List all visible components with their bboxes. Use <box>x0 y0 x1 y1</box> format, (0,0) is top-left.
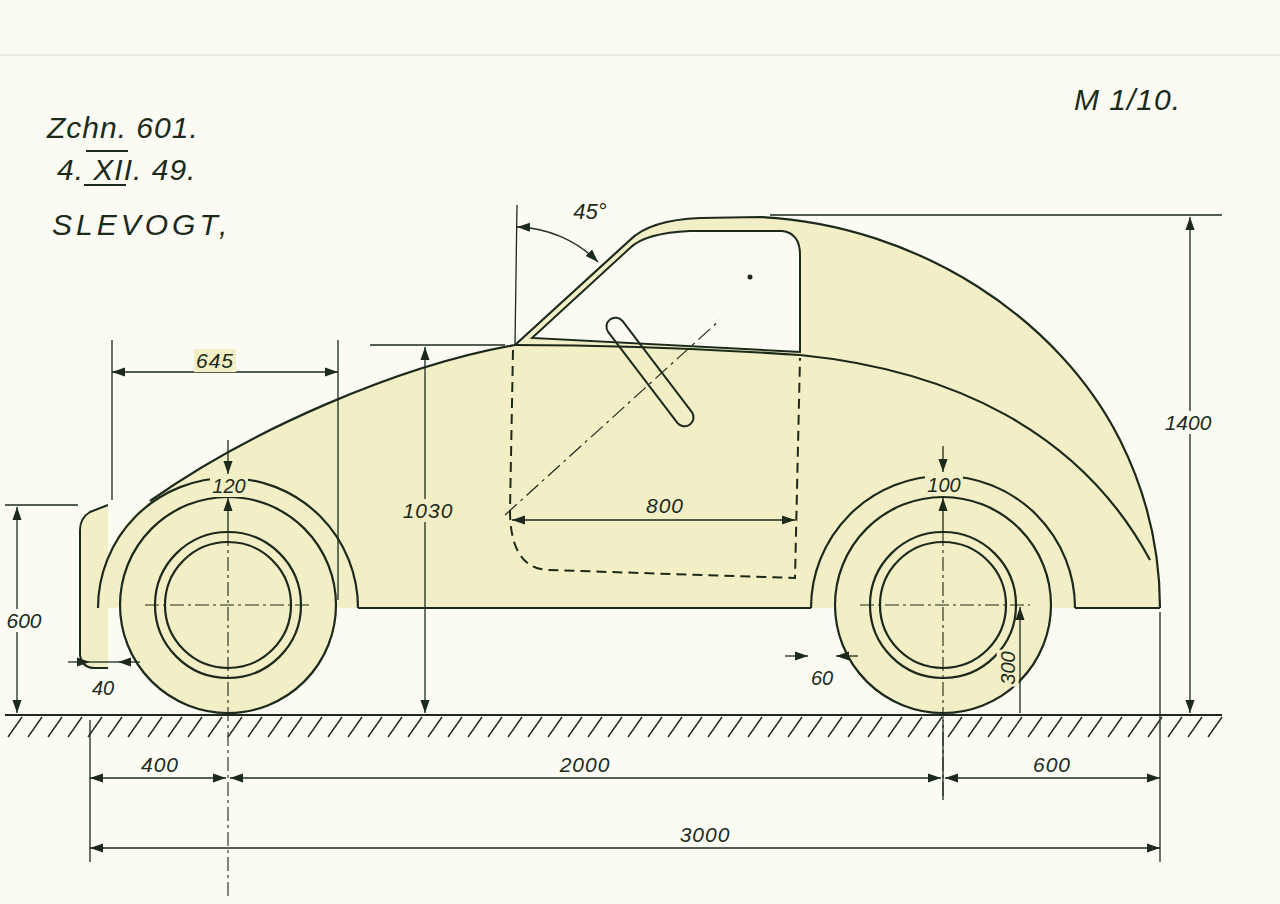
hatch-stroke <box>488 717 502 737</box>
dimension-value: 300 <box>997 649 1019 686</box>
hatch-stroke <box>588 717 602 737</box>
hatch-stroke <box>768 717 782 737</box>
hatch-stroke <box>328 717 342 737</box>
dimension-value: 40 <box>90 677 116 699</box>
hatch-stroke <box>1068 717 1082 737</box>
hatch-stroke <box>368 717 382 737</box>
window-dot <box>748 275 753 280</box>
dimension-value: 60 <box>809 667 835 689</box>
hatch-stroke <box>388 717 402 737</box>
hatch-stroke <box>408 717 422 737</box>
dimension-value: 600 <box>1031 753 1073 776</box>
hatch-stroke <box>848 717 862 737</box>
door-outline <box>510 350 800 578</box>
hatch-stroke <box>308 717 322 737</box>
hatch-stroke <box>8 717 22 737</box>
hatch-stroke <box>208 717 222 737</box>
dimension-value: 600 <box>4 609 43 632</box>
hatch-stroke <box>128 717 142 737</box>
side-window <box>532 231 800 352</box>
hatch-stroke <box>28 717 42 737</box>
hatch-stroke <box>528 717 542 737</box>
hatch-stroke <box>948 717 962 737</box>
hatch-stroke <box>48 717 62 737</box>
dimension-value: 120 <box>210 475 247 497</box>
dimension-value: 45° <box>571 200 608 224</box>
hatch-stroke <box>108 717 122 737</box>
hatch-stroke <box>1088 717 1102 737</box>
hatch-stroke <box>928 717 942 737</box>
hatch-stroke <box>1108 717 1122 737</box>
hatch-stroke <box>868 717 882 737</box>
dimension-value: 800 <box>644 494 686 517</box>
dimension-value: 1400 <box>1163 411 1214 434</box>
hatch-stroke <box>1168 717 1182 737</box>
hatch-stroke <box>608 717 622 737</box>
sheet-edge <box>0 55 1280 56</box>
hatch-stroke <box>808 717 822 737</box>
ground-hatching <box>8 717 1222 737</box>
dimension-value: 1030 <box>401 499 456 522</box>
title-note: 4. XII. 49. <box>55 154 198 186</box>
hatch-stroke <box>508 717 522 737</box>
hatch-stroke <box>348 717 362 737</box>
hatch-stroke <box>568 717 582 737</box>
dimension-value: 3000 <box>678 823 733 846</box>
dimension-value: 100 <box>925 474 962 496</box>
hatch-stroke <box>828 717 842 737</box>
hatch-stroke <box>748 717 762 737</box>
hatch-stroke <box>1028 717 1042 737</box>
title-note: M 1/10. <box>1072 84 1183 116</box>
hatch-stroke <box>248 717 262 737</box>
hatch-stroke <box>268 717 282 737</box>
dimension-value: 645 <box>194 349 236 372</box>
hatch-stroke <box>548 717 562 737</box>
hatch-stroke <box>428 717 442 737</box>
hatch-stroke <box>68 717 82 737</box>
title-note: Zchn. 601. <box>45 112 201 144</box>
hatch-stroke <box>988 717 1002 737</box>
hatch-stroke <box>648 717 662 737</box>
hatch-stroke <box>1128 717 1142 737</box>
ground-line <box>5 714 1222 716</box>
hatch-stroke <box>1208 717 1222 737</box>
dimension-lines <box>5 205 1222 862</box>
hatch-stroke <box>628 717 642 737</box>
hatch-stroke <box>148 717 162 737</box>
hatch-stroke <box>888 717 902 737</box>
hatch-stroke <box>708 717 722 737</box>
hatch-stroke <box>788 717 802 737</box>
hatch-stroke <box>448 717 462 737</box>
hatch-stroke <box>188 717 202 737</box>
hatch-stroke <box>908 717 922 737</box>
hatch-stroke <box>1008 717 1022 737</box>
dimension-value: 2000 <box>558 753 613 776</box>
hatch-stroke <box>228 717 242 737</box>
hatch-stroke <box>688 717 702 737</box>
title-note: SLEVOGT, <box>50 209 233 241</box>
hatch-stroke <box>668 717 682 737</box>
hatch-stroke <box>468 717 482 737</box>
axis-line <box>505 320 720 515</box>
steering-column <box>603 314 697 430</box>
bumper <box>80 505 108 668</box>
hatch-stroke <box>1188 717 1202 737</box>
hatch-stroke <box>968 717 982 737</box>
hatch-stroke <box>1048 717 1062 737</box>
hatch-stroke <box>168 717 182 737</box>
hatch-stroke <box>288 717 302 737</box>
hatch-stroke <box>728 717 742 737</box>
dimension-value: 400 <box>139 753 181 776</box>
